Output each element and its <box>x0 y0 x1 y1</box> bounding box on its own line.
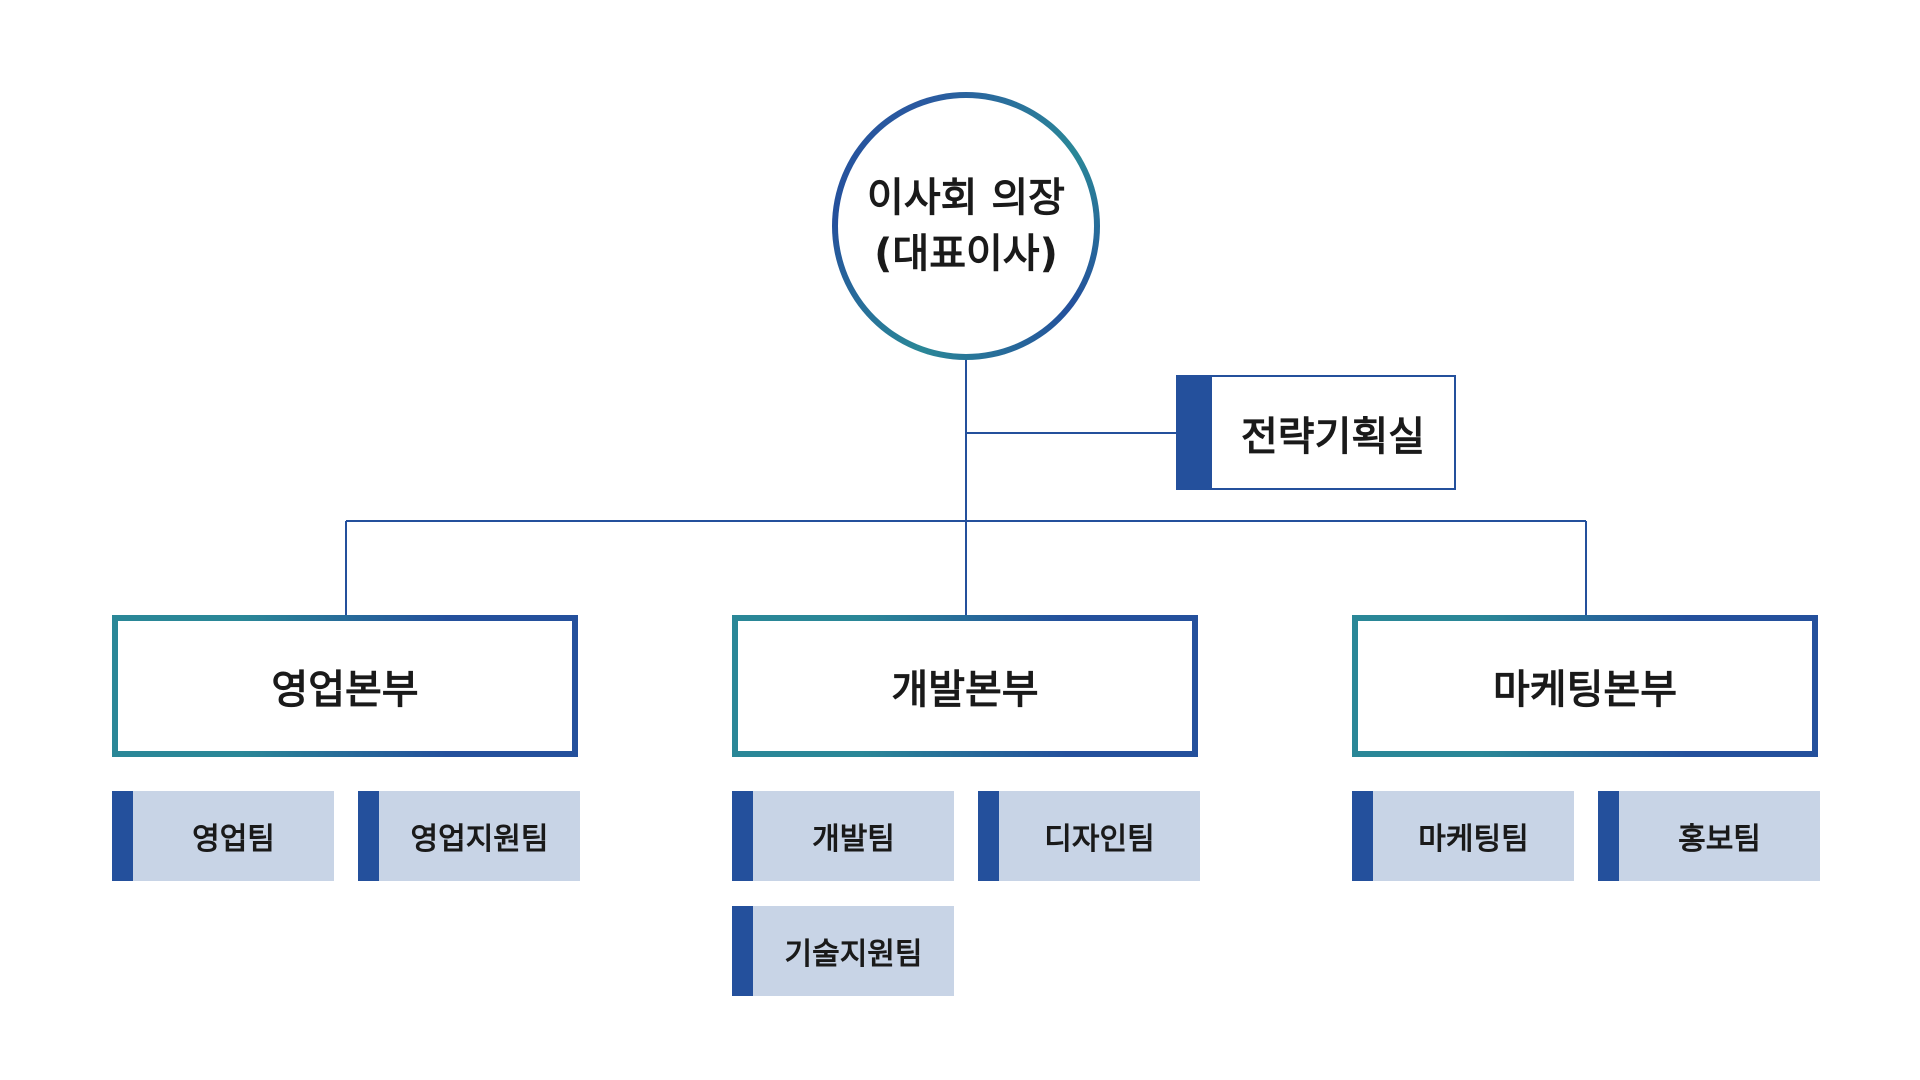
division-sales: 영업본부 <box>112 615 578 757</box>
team-accent-bar <box>358 791 379 881</box>
team-label: 영업지원팀 <box>410 822 549 857</box>
division-development-label: 개발본부 <box>738 621 1192 751</box>
team-accent-bar <box>112 791 133 881</box>
team-accent-bar <box>732 791 753 881</box>
ceo-node: 이사회 의장 (대표이사) <box>832 92 1100 360</box>
division-development: 개발본부 <box>732 615 1198 757</box>
team-label: 디자인팀 <box>1044 822 1155 857</box>
team-tech-support: 기술지원팀 <box>732 906 954 996</box>
team-label: 영업팀 <box>192 822 275 857</box>
division-sales-label: 영업본부 <box>118 621 572 751</box>
team-accent-bar <box>1598 791 1619 881</box>
team-label: 개발팀 <box>812 822 895 857</box>
division-marketing: 마케팅본부 <box>1352 615 1818 757</box>
team-label: 마케팅팀 <box>1418 822 1529 857</box>
team-accent-bar <box>978 791 999 881</box>
ceo-subtitle: (대표이사) <box>874 231 1058 277</box>
team-sales: 영업팀 <box>112 791 334 881</box>
division-marketing-label: 마케팅본부 <box>1358 621 1812 751</box>
team-development: 개발팀 <box>732 791 954 881</box>
team-sales-support: 영업지원팀 <box>358 791 580 881</box>
team-label: 홍보팀 <box>1678 822 1761 857</box>
strategy-accent-bar <box>1178 377 1212 488</box>
team-label: 기술지원팀 <box>784 937 923 972</box>
team-accent-bar <box>732 906 753 996</box>
team-marketing: 마케팅팀 <box>1352 791 1574 881</box>
ceo-title: 이사회 의장 <box>867 175 1065 221</box>
team-design: 디자인팀 <box>978 791 1200 881</box>
team-accent-bar <box>1352 791 1373 881</box>
strategy-office-label: 전략기획실 <box>1241 413 1425 460</box>
strategy-office-node: 전략기획실 <box>1176 375 1456 490</box>
team-pr: 홍보팀 <box>1598 791 1820 881</box>
